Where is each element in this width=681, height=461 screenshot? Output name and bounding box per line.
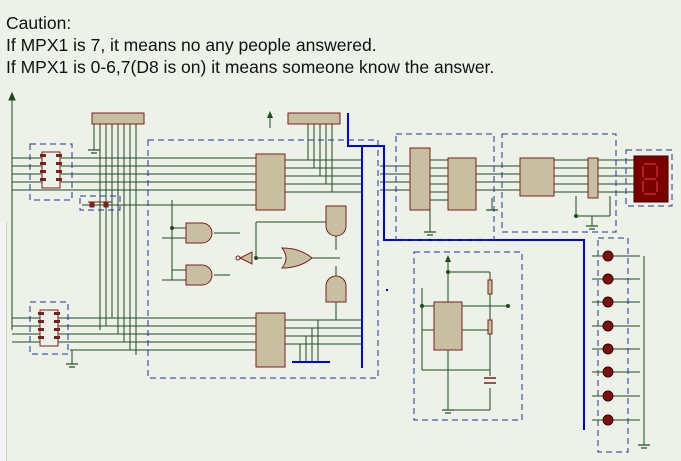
resistor-pack-icon[interactable] — [287, 112, 341, 125]
switch-bank-bottom-box[interactable] — [29, 301, 69, 355]
dip-switch-icon[interactable] — [38, 309, 60, 347]
multiplexer-icon[interactable] — [255, 153, 286, 211]
and-gate-icon[interactable] — [185, 264, 213, 286]
resistor-icon[interactable] — [487, 319, 493, 335]
data-bus — [292, 113, 585, 430]
dip-switch-icon[interactable] — [40, 151, 62, 189]
ground-icon — [66, 149, 650, 449]
power-icon — [8, 91, 16, 101]
not-gate-icon[interactable] — [238, 251, 253, 265]
led-bank-box[interactable] — [597, 237, 629, 453]
and-gate-icon[interactable] — [185, 222, 213, 244]
power-icon — [267, 111, 273, 118]
push-button-icon[interactable] — [88, 201, 112, 208]
decoder-icon[interactable] — [519, 157, 555, 197]
caution-title: Caution: — [6, 13, 72, 33]
seven-segment-icon[interactable] — [633, 155, 669, 203]
resistor-icon[interactable] — [487, 279, 493, 295]
led-icon[interactable] — [602, 250, 614, 426]
timer-box[interactable] — [413, 251, 523, 421]
resistor-pack-icon[interactable] — [91, 112, 145, 125]
push-button-box[interactable] — [79, 195, 121, 211]
multiplexer-icon[interactable] — [255, 312, 286, 368]
caution-note: Caution: If MPX1 is 7, it means no any p… — [6, 12, 494, 78]
junction-dot — [170, 214, 578, 308]
or-gate-icon[interactable] — [280, 247, 313, 269]
decoder-icon[interactable] — [447, 157, 477, 211]
and-gate-icon[interactable] — [325, 205, 347, 237]
capacitor-icon[interactable] — [484, 377, 496, 384]
counter-icon[interactable] — [409, 147, 431, 211]
counter-box[interactable] — [395, 133, 495, 241]
mux-logic-box[interactable] — [147, 139, 379, 379]
switch-bank-top-box[interactable] — [29, 143, 73, 201]
caution-line-1: If MPX1 is 7, it means no any people ans… — [6, 35, 377, 55]
power-icon — [445, 255, 451, 262]
left-panel-edge — [0, 222, 7, 461]
timer-555-icon[interactable] — [433, 301, 463, 351]
display-box[interactable] — [625, 149, 673, 207]
caution-line-2: If MPX1 is 0-6,7(D8 is on) it means some… — [6, 57, 495, 77]
decoder-box[interactable] — [501, 133, 617, 233]
and-gate-icon[interactable] — [325, 275, 347, 303]
resistor-pack-icon[interactable] — [587, 157, 599, 199]
